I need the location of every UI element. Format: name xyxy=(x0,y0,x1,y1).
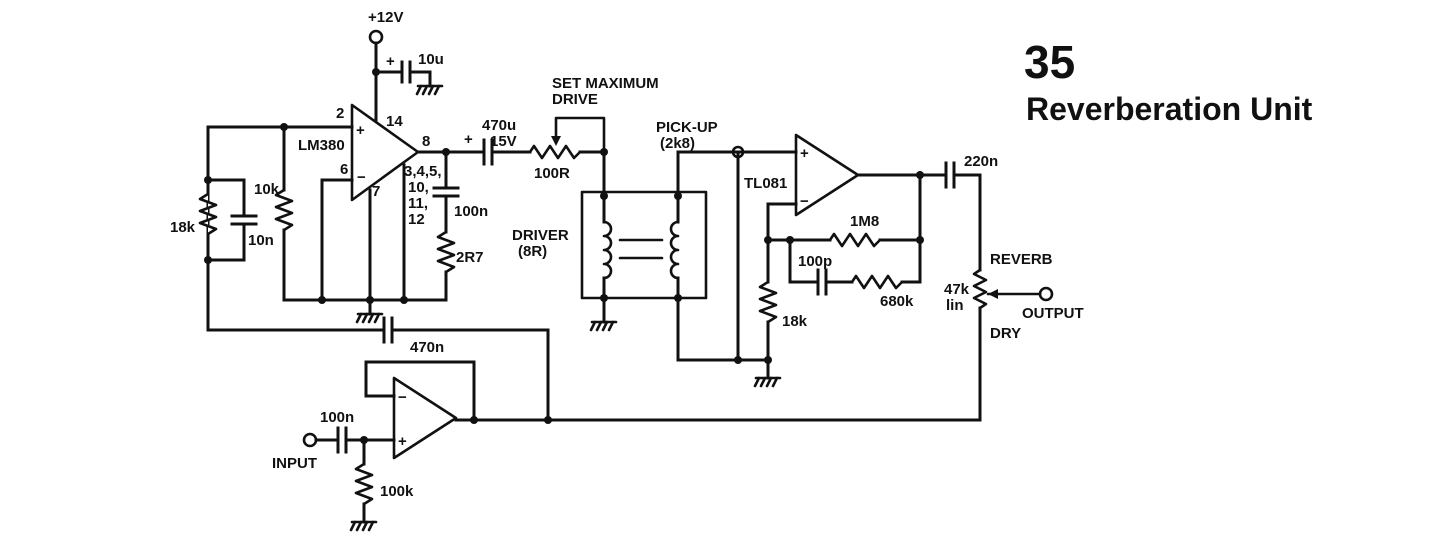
lm380-amplifier: + − LM380 2 14 6 7 8 3,4,5, 10, 11, 12 xyxy=(298,103,442,228)
label-c-zobel: 100n xyxy=(454,203,488,220)
label-r-fb-18k: 18k xyxy=(170,219,196,236)
project-title: Reverberation Unit xyxy=(1026,91,1313,127)
label-supply: +12V xyxy=(368,9,403,26)
label-output: OUTPUT xyxy=(1022,305,1084,322)
label-pin8: 8 xyxy=(422,133,430,150)
label-pickup-1: PICK-UP xyxy=(656,119,718,136)
label-r-680k: 680k xyxy=(880,293,914,310)
label-c-out-val: 470u xyxy=(482,117,516,134)
ground-icon xyxy=(589,320,618,332)
label-input: INPUT xyxy=(272,455,317,472)
label-r-18k-b: 18k xyxy=(782,313,808,330)
label-r-zobel: 2R7 xyxy=(456,249,484,266)
ground-icon xyxy=(349,520,378,532)
label-c-out-v: 15V xyxy=(490,133,517,150)
label-pins-gnd-2: 10, xyxy=(408,179,429,196)
label-pins-gnd-4: 12 xyxy=(408,211,425,228)
label-set-drive-2: DRIVE xyxy=(552,91,598,108)
label-pin14: 14 xyxy=(386,113,403,130)
label-plus-out-cap: + xyxy=(464,131,473,148)
output-capacitor-470u: + 470u 15V xyxy=(464,117,517,166)
label-buf-minus: − xyxy=(398,389,407,406)
label-c-feedback: 470n xyxy=(410,339,444,356)
label-c-supply: 10u xyxy=(418,51,444,68)
label-pins-gnd-1: 3,4,5, xyxy=(404,163,442,180)
label-pot-mix-2: lin xyxy=(946,297,964,314)
label-amp-minus: − xyxy=(357,169,366,186)
ground-icon xyxy=(753,376,782,388)
label-pins-gnd-3: 11, xyxy=(408,195,428,212)
label-c-100p: 100p xyxy=(798,253,832,270)
label-pickup-2: (2k8) xyxy=(660,135,695,152)
ground-icon xyxy=(415,84,444,96)
ground-icon xyxy=(355,312,384,324)
label-c-in: 100n xyxy=(320,409,354,426)
label-op-minus: − xyxy=(800,193,809,210)
label-r-fb-10k: 10k xyxy=(254,181,280,198)
label-dry: DRY xyxy=(990,325,1021,342)
label-op-chip: TL081 xyxy=(744,175,787,192)
project-number: 35 xyxy=(1024,36,1075,88)
output-terminal xyxy=(1038,286,1054,302)
label-plus-supply-cap: + xyxy=(386,53,395,70)
label-c-fb-10n: 10n xyxy=(248,232,274,249)
label-pot-drive: 100R xyxy=(534,165,570,182)
label-r-1m8: 1M8 xyxy=(850,213,879,230)
label-pin2: 2 xyxy=(336,105,344,122)
spring-reverb-tank: DRIVER (8R) PICK-UP (2k8) xyxy=(512,119,718,302)
label-pot-mix-1: 47k xyxy=(944,281,970,298)
tl081-preamp: + − xyxy=(794,133,860,217)
label-amp-plus: + xyxy=(356,122,365,139)
label-set-drive-1: SET MAXIMUM xyxy=(552,75,659,92)
input-terminal xyxy=(302,432,318,448)
input-buffer-opamp: − + xyxy=(392,376,458,460)
label-op-plus: + xyxy=(800,145,809,162)
label-pin6: 6 xyxy=(340,161,348,178)
drive-potentiometer: SET MAXIMUM DRIVE 100R xyxy=(528,75,659,182)
label-c-220n: 220n xyxy=(964,153,998,170)
label-driver-2: (8R) xyxy=(518,243,547,260)
supply-rail: +12V + 10u xyxy=(368,9,444,117)
label-buf-plus: + xyxy=(398,433,407,450)
label-driver-1: DRIVER xyxy=(512,227,569,244)
label-pin7: 7 xyxy=(372,183,380,200)
label-r-in: 100k xyxy=(380,483,414,500)
label-reverb: REVERB xyxy=(990,251,1053,268)
mix-potentiometer: REVERB 47k lin DRY xyxy=(944,173,1053,422)
label-amp-chip: LM380 xyxy=(298,137,345,154)
